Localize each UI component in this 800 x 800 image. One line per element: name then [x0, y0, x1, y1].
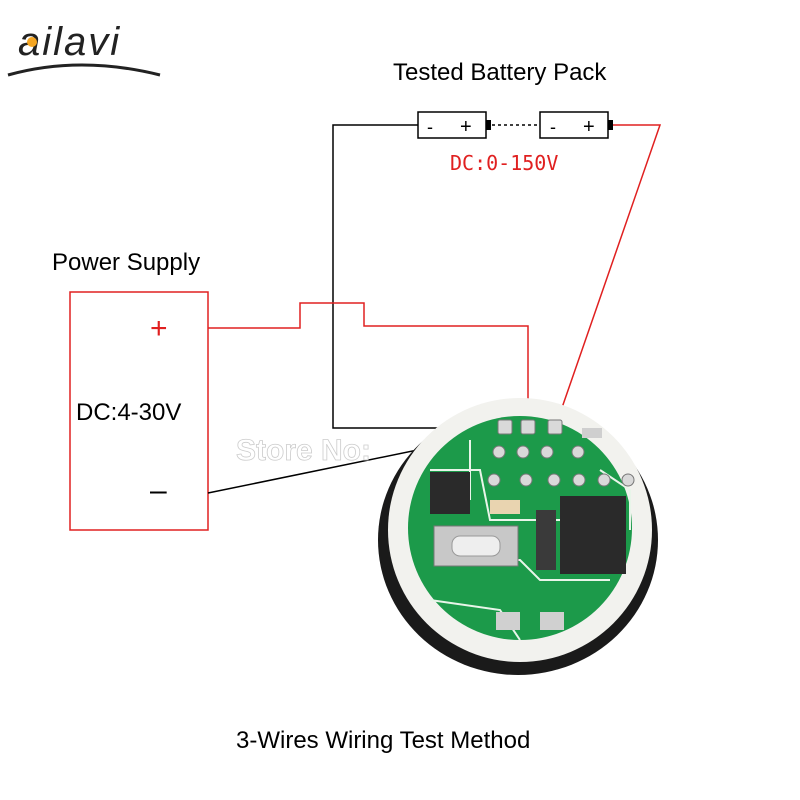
pcb-smd-component [496, 612, 520, 630]
pcb-ic-main [560, 496, 626, 574]
power-supply-title: Power Supply [52, 249, 200, 276]
power-supply-minus-terminal: – [150, 474, 167, 507]
battery-pack-title: Tested Battery Pack [393, 59, 607, 86]
pcb-capacitor [490, 500, 520, 514]
battery-cell-plus: + [460, 116, 472, 138]
voltmeter-pcb-module [378, 398, 658, 675]
battery-cell-right: - + [539, 111, 613, 139]
pcb-pads [487, 419, 635, 487]
pcb-ic-small [536, 510, 556, 570]
brand-logo: ailavi [7, 20, 161, 77]
diagram-caption: 3-Wires Wiring Test Method [236, 727, 530, 754]
logo-swoosh [7, 63, 161, 77]
pcb-push-button [451, 535, 501, 557]
power-supply-box [69, 291, 209, 531]
pcb-smd-component [540, 612, 564, 630]
pcb-ic-regulator [430, 472, 470, 514]
wire-battery-positive-red [555, 124, 662, 426]
wire-battery-negative-black [332, 124, 500, 429]
battery-cell-left: - + [417, 111, 491, 139]
pcb-resistor [582, 428, 602, 438]
wire-power-positive-red [208, 302, 529, 420]
battery-cell-minus: - [427, 117, 433, 137]
battery-cell-minus: - [550, 117, 556, 137]
power-supply-voltage: DC:4-30V [76, 399, 181, 426]
battery-voltage-range: DC:0-150V [450, 151, 558, 175]
battery-cell-plus: + [583, 116, 595, 138]
power-supply-plus-terminal: + [150, 312, 168, 345]
store-watermark: Store No: [236, 434, 371, 467]
logo-color-dot [27, 37, 37, 47]
